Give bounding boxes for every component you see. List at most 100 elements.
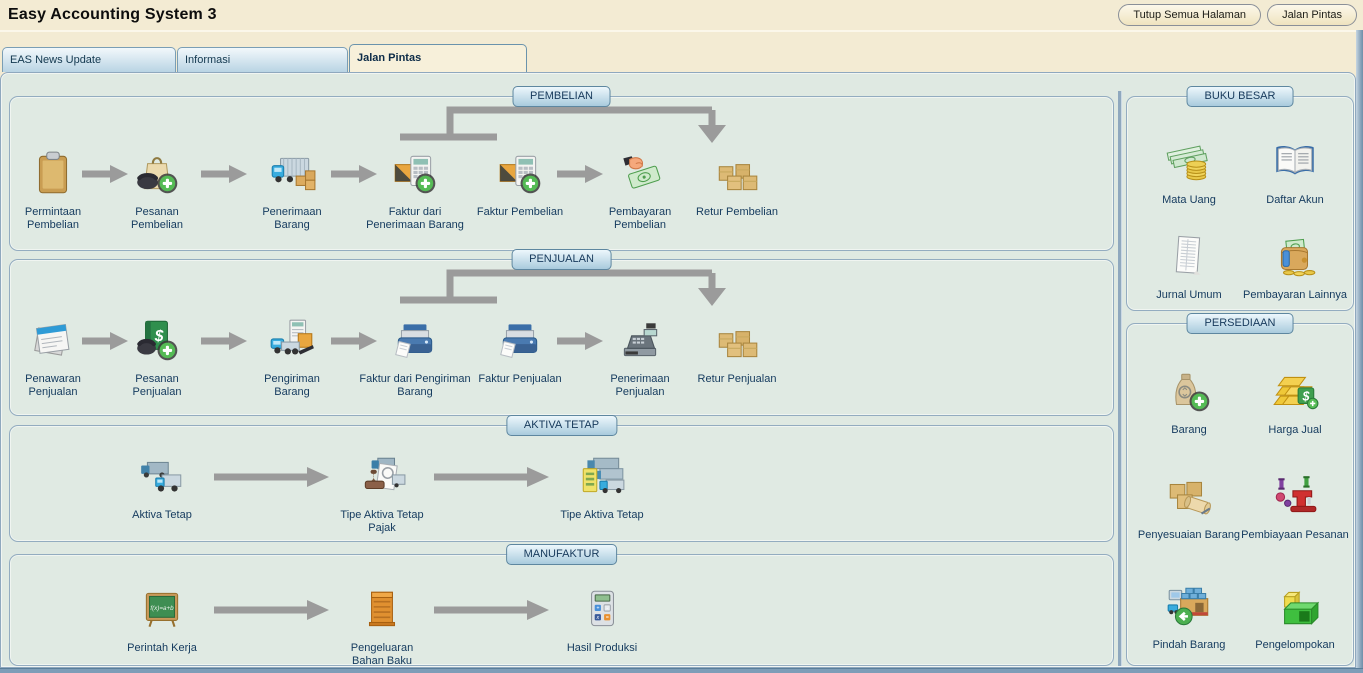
shortcut-label: Pengiriman Barang [264,373,320,398]
shortcut-harga-jual[interactable]: $ Harga Jual [1235,367,1355,437]
open-book-icon [1270,137,1320,187]
hand-money-icon [615,149,665,199]
shortcut-button[interactable]: Jalan Pintas [1267,4,1357,26]
shortcut-pindah-barang[interactable]: Pindah Barang [1129,582,1249,652]
shortcut-label: Tipe Aktiva Tetap [560,509,644,521]
shortcut-label: Hasil Produksi [566,642,638,654]
tab-informasi[interactable]: Informasi [177,47,348,72]
shortcut-label: Penawaran Penjualan [25,373,81,398]
box-calculator-plus-icon [390,149,440,199]
flow-arrow-icon [82,332,128,350]
shortcut-pembayaran-lainnya[interactable]: Pembayaran Lainnya [1235,232,1355,302]
section-pembelian: PEMBELIAN Permintaan Pembelian Pesanan P… [9,86,1114,251]
shortcut-label: Barang [1171,424,1207,436]
shortcut-retur-pembelian[interactable]: Retur Pembelian [693,149,781,219]
clipboard-icon [28,149,78,199]
trucks-icon [137,452,187,502]
shortcut-tipe-aktiva-tetap[interactable]: Tipe Aktiva Tetap [558,452,646,522]
flow-arrow-icon [557,332,603,350]
shortcut-label: Harga Jual [1268,424,1322,436]
shortcut-faktur-penjualan[interactable]: Faktur Penjualan [476,316,564,386]
shortcut-label: Faktur dari Pengiriman Barang [359,373,471,398]
section-aktiva-tetap: AKTIVA TETAP Aktiva Tetap Tipe Aktiva Te… [9,415,1114,542]
svg-text:-: - [606,605,608,611]
shortcut-label: Daftar Akun [1266,194,1324,206]
shortcut-permintaan-pembelian[interactable]: Permintaan Pembelian [9,149,97,232]
shortcut-pengiriman-barang[interactable]: Pengiriman Barang [248,316,336,399]
svg-text:x: x [596,615,600,621]
section-penjualan-caption: PENJUALAN [511,249,612,270]
shortcut-label: Pembayaran Lainnya [1243,289,1347,301]
shortcut-penawaran-penjualan[interactable]: Penawaran Penjualan [9,316,97,399]
money-coins-icon [1164,137,1214,187]
shortcut-faktur-pembelian[interactable]: Faktur Pembelian [476,149,564,219]
shortcut-barang[interactable]: Barang [1129,367,1249,437]
shortcut-label: Pengelompokan [1255,639,1335,651]
section-buku-besar: BUKU BESAR Mata Uang Daftar Akun Jurnal … [1126,86,1355,311]
shortcut-penerimaan-penjualan[interactable]: Penerimaan Penjualan [596,316,684,399]
window-bottom-edge [0,668,1363,673]
section-manufaktur-caption: MANUFAKTUR [505,544,618,565]
shortcut-tipe-aktiva-tetap-pajak[interactable]: Tipe Aktiva Tetap Pajak [338,452,426,535]
shortcut-retur-penjualan[interactable]: Retur Penjualan [693,316,781,386]
calculator-icon: +-x= [577,585,627,635]
shortcut-mata-uang[interactable]: Mata Uang [1129,137,1249,207]
book-phone-plus-icon: $ [132,316,182,366]
truck-stamp-icon [357,452,407,502]
flow-arrow-icon [82,165,128,183]
shortcut-faktur-dari-penerimaan-barang[interactable]: Faktur dari Penerimaan Barang [359,149,471,232]
tab-eas-news-update[interactable]: EAS News Update [2,47,176,72]
shortcut-label: Jurnal Umum [1156,289,1222,301]
branch-connector-penjualan [390,266,740,322]
boxes-icon [712,316,762,366]
branch-connector-pembelian [390,103,740,159]
close-all-pages-button[interactable]: Tutup Semua Halaman [1118,4,1262,26]
shortcut-faktur-dari-pengiriman-barang[interactable]: Faktur dari Pengiriman Barang [359,316,471,399]
window-right-edge [1356,30,1363,668]
shortcut-label: Tipe Aktiva Tetap Pajak [340,509,424,534]
shortcut-aktiva-tetap[interactable]: Aktiva Tetap [118,452,206,522]
svg-text:f(x)=a+b: f(x)=a+b [150,605,174,612]
shortcut-hasil-produksi[interactable]: +-x= Hasil Produksi [558,585,646,655]
flow-arrow-icon [214,467,329,487]
shortcut-pembayaran-pembelian[interactable]: Pembayaran Pembelian [596,149,684,232]
shortcut-label: Retur Penjualan [697,373,777,385]
shortcut-pesanan-pembelian[interactable]: Pesanan Pembelian [113,149,201,232]
shortcut-pembiayaan-pesanan[interactable]: Pembiayaan Pesanan [1235,472,1355,542]
shortcut-penerimaan-barang[interactable]: Penerimaan Barang [248,149,336,232]
flow-arrow-icon [331,165,377,183]
shortcut-perintah-kerja[interactable]: f(x)=a+b Perintah Kerja [118,585,206,655]
vertical-splitter [1118,91,1121,666]
flow-arrow-icon [201,332,247,350]
flow-arrow-icon [214,600,329,620]
shortcut-penyesuaian-barang[interactable]: Penyesuaian Barang [1129,472,1249,542]
sack-plus-icon [1164,367,1214,417]
svg-text:$: $ [154,328,164,345]
crate-icon [357,585,407,635]
shortcut-label: Pesanan Pembelian [131,206,183,231]
svg-text:+: + [596,605,599,611]
boxes-scroll-icon [1164,472,1214,522]
flow-arrow-icon [331,332,377,350]
shortcut-label: Permintaan Pembelian [24,206,82,231]
printer-icon [495,316,545,366]
shortcut-label: Penyesuaian Barang [1137,529,1241,541]
shortcut-pesanan-penjualan[interactable]: $ Pesanan Penjualan [113,316,201,399]
shortcut-label: Pengeluaran Bahan Baku [350,642,414,667]
section-manufaktur: MANUFAKTUR f(x)=a+b Perintah Kerja Penge… [9,544,1114,668]
gold-dollar-icon: $ [1270,367,1320,417]
shortcut-page: PEMBELIAN Permintaan Pembelian Pesanan P… [0,72,1356,668]
shortcut-pengelompokan[interactable]: Pengelompokan [1235,582,1355,652]
tab-strip: EAS News Update Informasi Jalan Pintas [0,32,1363,72]
shortcut-pengeluaran-bahan-baku[interactable]: Pengeluaran Bahan Baku [338,585,426,668]
box-calculator-plus-icon [495,149,545,199]
shortcut-label: Penerimaan Barang [262,206,322,231]
shortcut-jurnal-umum[interactable]: Jurnal Umum [1129,232,1249,302]
shortcut-label: Pindah Barang [1152,639,1226,651]
section-buku-besar-caption: BUKU BESAR [1186,86,1294,107]
blocks-icon [1270,582,1320,632]
svg-text:$: $ [1301,389,1310,403]
shortcut-label: Aktiva Tetap [132,509,192,521]
shortcut-daftar-akun[interactable]: Daftar Akun [1235,137,1355,207]
tab-jalan-pintas[interactable]: Jalan Pintas [349,44,527,72]
